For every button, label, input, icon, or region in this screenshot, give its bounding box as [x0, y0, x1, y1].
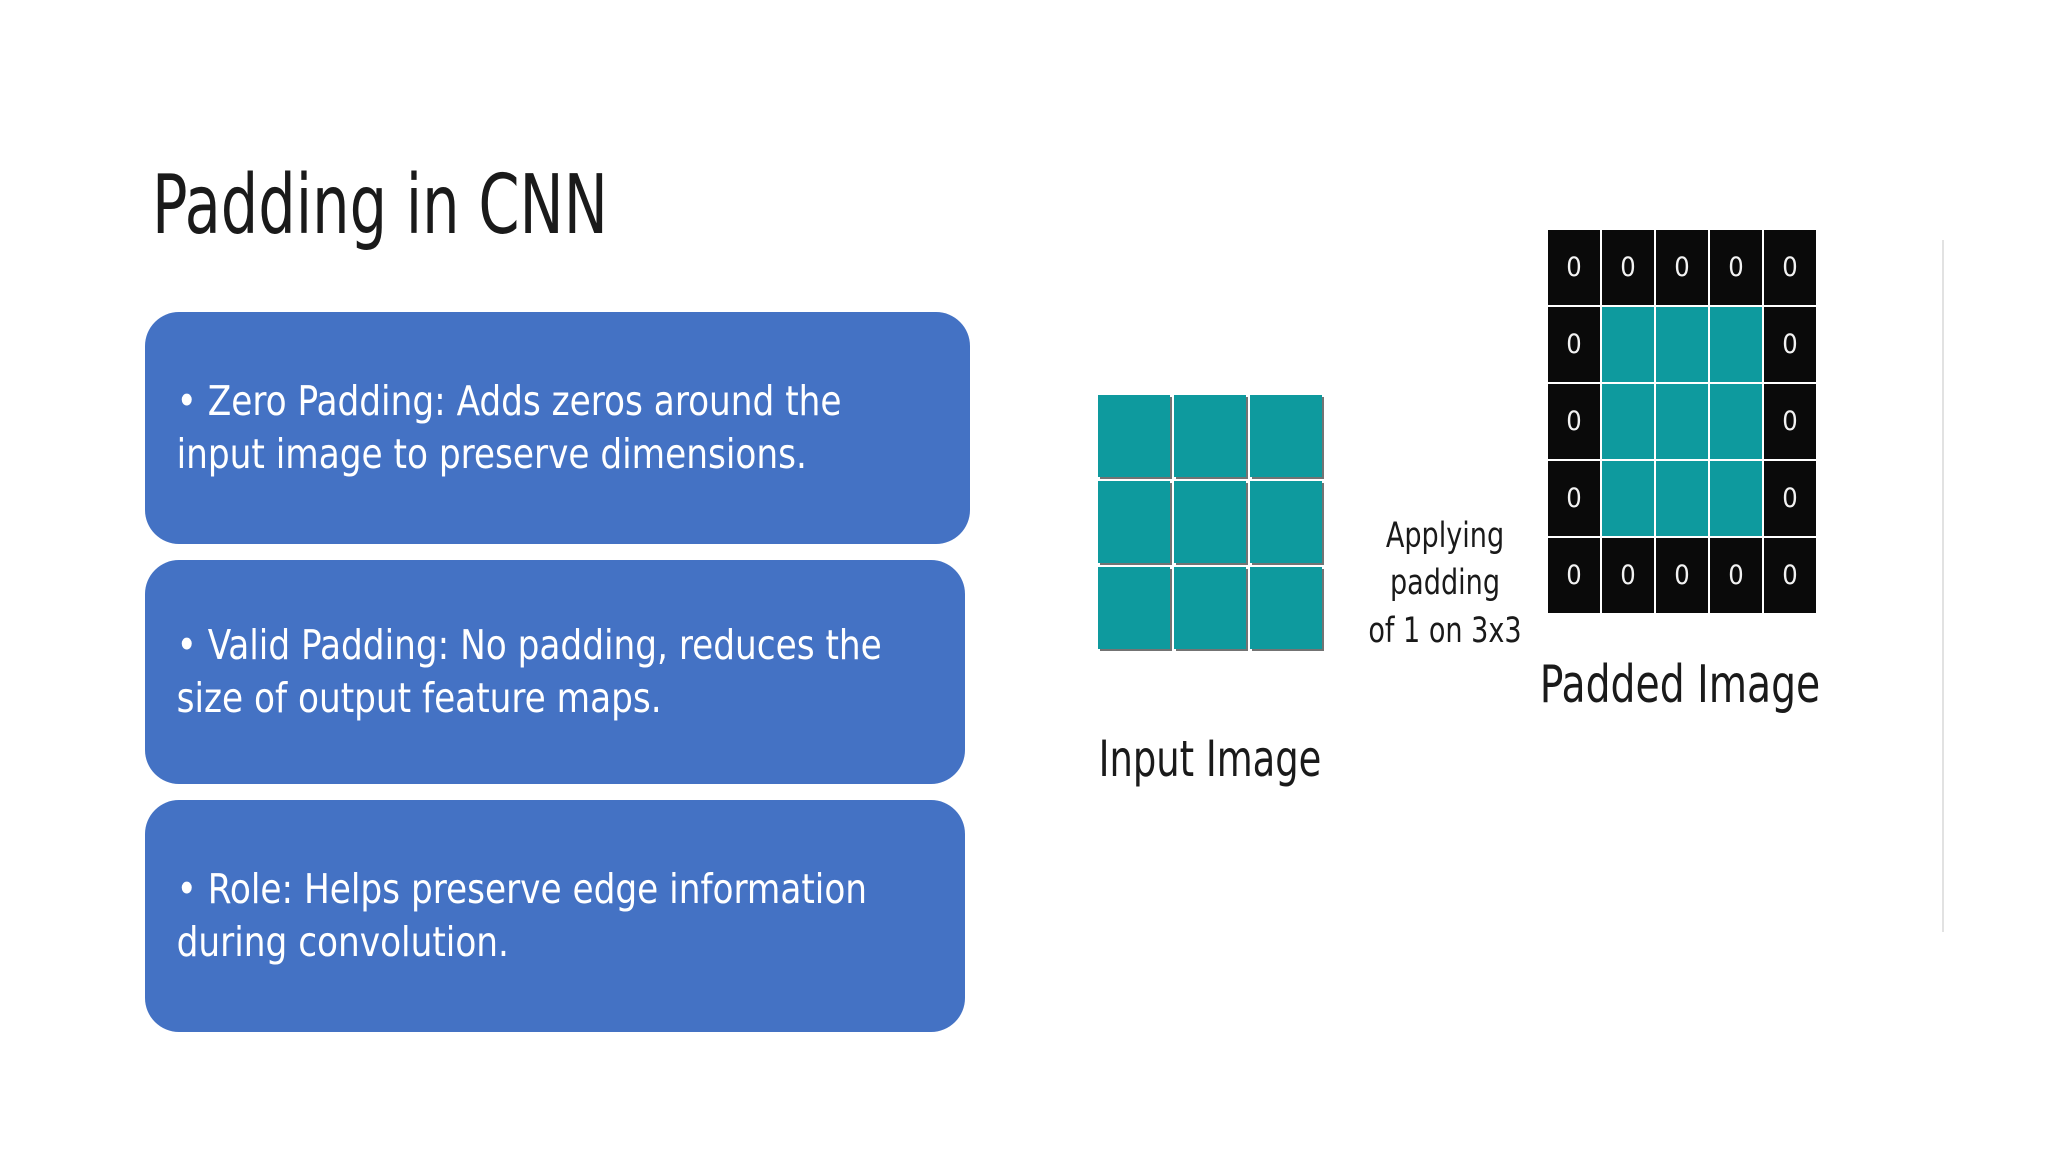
padded-image-cell: [1710, 461, 1762, 536]
input-image-grid: [1098, 395, 1322, 649]
input-cell: [1174, 481, 1246, 563]
padded-zero-cell: 0: [1548, 538, 1600, 613]
bullet-text-valid-padding: • Valid Padding: No padding, reduces the…: [176, 620, 882, 722]
input-cell: [1250, 567, 1322, 649]
annotation-line-1: Applying padding: [1385, 516, 1505, 604]
padded-zero-cell: 0: [1710, 538, 1762, 613]
page-title: Padding in CNN: [152, 157, 608, 253]
input-cell: [1098, 395, 1170, 477]
padded-zero-cell: 0: [1602, 538, 1654, 613]
padding-diagram: Input Image Applying padding of 1 on 3x3…: [1060, 230, 1960, 930]
padded-zero-cell: 0: [1764, 307, 1816, 382]
padded-image-cell: [1602, 307, 1654, 382]
input-image-label: Input Image: [1098, 730, 1322, 788]
bullet-box-zero-padding[interactable]: • Zero Padding: Adds zeros around the in…: [145, 312, 970, 544]
padded-image-grid: 0 0 0 0 0 0 0 0 0 0 0 0 0 0: [1548, 230, 1816, 613]
padded-image-cell: [1656, 461, 1708, 536]
padded-zero-cell: 0: [1764, 461, 1816, 536]
input-cell: [1174, 567, 1246, 649]
bullet-box-valid-padding[interactable]: • Valid Padding: No padding, reduces the…: [145, 560, 965, 784]
padded-zero-cell: 0: [1602, 230, 1654, 305]
input-cell: [1250, 395, 1322, 477]
padded-zero-cell: 0: [1548, 307, 1600, 382]
padded-zero-cell: 0: [1764, 384, 1816, 459]
input-cell: [1250, 481, 1322, 563]
vertical-divider: [1942, 240, 1944, 932]
input-cell: [1098, 481, 1170, 563]
padded-image-cell: [1602, 461, 1654, 536]
padded-image-cell: [1656, 384, 1708, 459]
padded-zero-cell: 0: [1764, 230, 1816, 305]
input-cell: [1174, 395, 1246, 477]
padded-image-label: Padded Image: [1539, 655, 1821, 715]
padded-zero-cell: 0: [1548, 230, 1600, 305]
annotation-line-2: of 1 on 3x3: [1368, 610, 1522, 651]
padded-image-cell: [1710, 384, 1762, 459]
padded-image-cell: [1710, 307, 1762, 382]
bullet-box-role[interactable]: • Role: Helps preserve edge information …: [145, 800, 965, 1032]
bullet-text-zero-padding: • Zero Padding: Adds zeros around the in…: [176, 376, 842, 478]
padded-zero-cell: 0: [1548, 384, 1600, 459]
padded-zero-cell: 0: [1656, 230, 1708, 305]
padding-annotation: Applying padding of 1 on 3x3: [1329, 513, 1561, 655]
padded-zero-cell: 0: [1548, 461, 1600, 536]
bullet-text-role: • Role: Helps preserve edge information …: [176, 864, 868, 966]
padded-zero-cell: 0: [1656, 538, 1708, 613]
padded-zero-cell: 0: [1710, 230, 1762, 305]
padded-image-cell: [1656, 307, 1708, 382]
padded-image-cell: [1602, 384, 1654, 459]
input-cell: [1098, 567, 1170, 649]
padded-zero-cell: 0: [1764, 538, 1816, 613]
